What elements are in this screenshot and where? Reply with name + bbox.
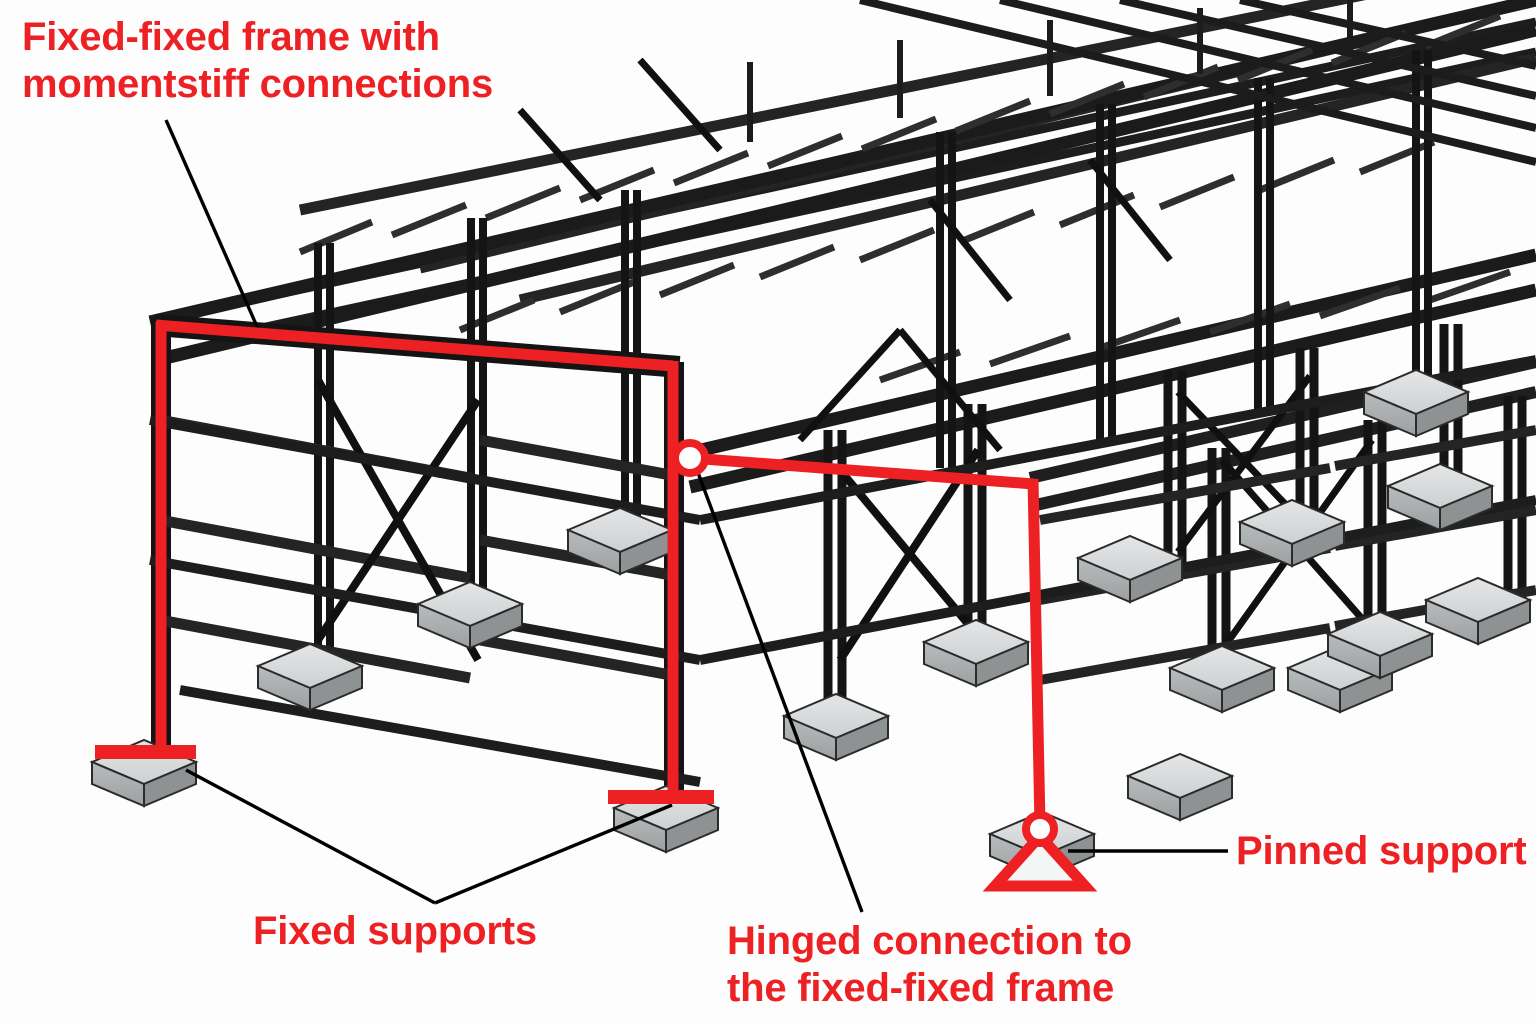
- annotation-title-fixed-fixed-frame: Fixed-fixed frame with momentstiff conne…: [22, 15, 493, 107]
- pinned-support-symbol[interactable]: [982, 811, 1098, 892]
- fixed-support-baseplates[interactable]: [95, 745, 714, 804]
- leader-fixed-right: [434, 803, 673, 905]
- leader-fixed-left: [185, 768, 436, 905]
- highlighted-fixed-fixed-frame[interactable]: [155, 319, 679, 802]
- knee-braces: [517, 57, 1173, 453]
- roof-lattice-topright: [859, 0, 1536, 166]
- red-hinged-beam: [689, 452, 1035, 490]
- roof-lattice-verticals: [747, 0, 1353, 142]
- highlighted-hinged-frame[interactable]: [689, 452, 1046, 827]
- red-pinned-column: [1027, 478, 1046, 827]
- annotation-pinned-support: Pinned support: [1236, 829, 1527, 873]
- annotation-leader-lines: [164, 119, 1228, 913]
- annotation-fixed-supports: Fixed supports: [253, 909, 537, 953]
- leader-title: [164, 119, 261, 332]
- red-roof-beam: [155, 319, 674, 372]
- hinge-node[interactable]: [671, 439, 709, 477]
- columns-mid: [823, 324, 1463, 712]
- background-steel-structure: [148, 0, 1536, 800]
- annotation-hinged-connection: Hinged connection to the fixed-fixed fra…: [727, 919, 1132, 1011]
- leader-hinged: [692, 461, 864, 913]
